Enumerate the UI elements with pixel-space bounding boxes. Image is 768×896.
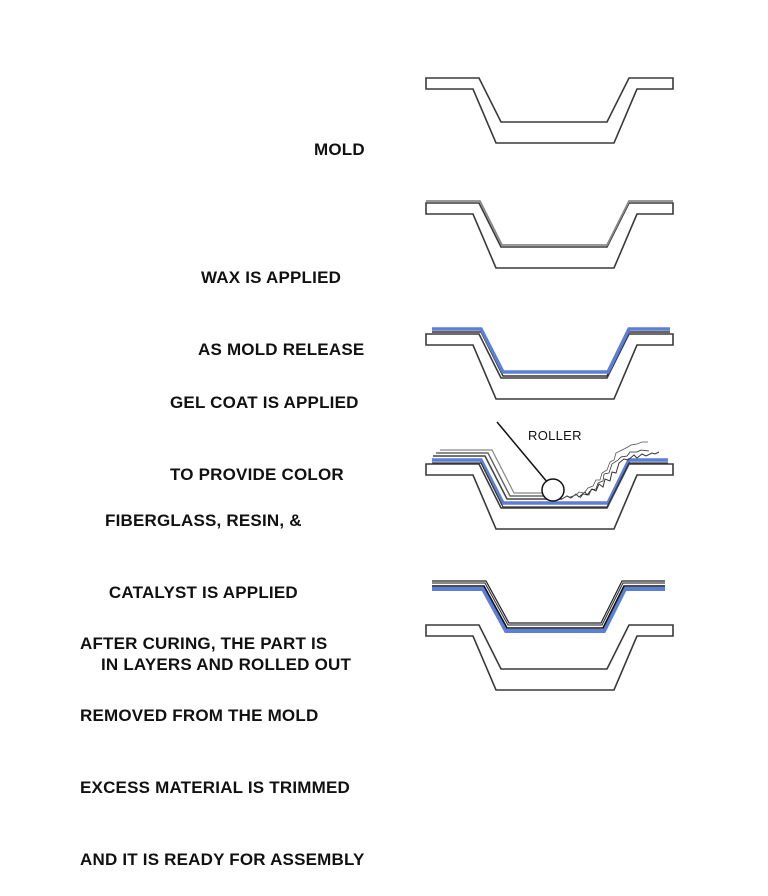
finished-part (432, 580, 665, 633)
label-line: GEL COAT IS APPLIED (170, 393, 359, 412)
layup-diagram (425, 421, 674, 530)
gelcoat-layer (432, 458, 668, 505)
label-line: IN LAYERS AND ROLLED OUT (101, 655, 352, 674)
roller-callout-label: ROLLER (528, 428, 582, 443)
wax-shadow (432, 462, 668, 508)
wax-diagram (425, 200, 674, 269)
label-line: FIBERGLASS, RESIN, & (105, 511, 302, 530)
mold-diagram (425, 77, 674, 144)
label-line: EXCESS MATERIAL IS TRIMMED (80, 778, 350, 797)
fiber-strands (561, 451, 660, 500)
fiber-layer-3 (440, 449, 548, 494)
label-line: WAX IS APPLIED (201, 268, 342, 287)
fiber-strands-3 (579, 449, 650, 499)
fiber-layer-2 (436, 452, 556, 497)
empty-mold (425, 624, 674, 691)
process-diagrams (425, 77, 674, 691)
cure-diagram (425, 580, 674, 691)
gelcoat-shadow (432, 331, 670, 377)
step-gelcoat-label: GEL COAT IS APPLIED TO PROVIDE COLOR (170, 343, 359, 511)
step-mold-label: MOLD (314, 90, 365, 186)
label-line: AFTER CURING, THE PART IS (80, 634, 328, 653)
gelcoat-diagram (425, 327, 674, 400)
gelcoat-layer (432, 327, 670, 374)
roller-handle (496, 421, 549, 484)
step-wax-label: WAX IS APPLIED AS MOLD RELEASE (198, 218, 364, 386)
roller-icon (541, 478, 565, 502)
label-line: CATALYST IS APPLIED (104, 583, 298, 602)
fiber-strands-2 (569, 441, 648, 498)
label-line: AS MOLD RELEASE (198, 340, 365, 359)
label-line: MOLD (314, 140, 365, 159)
step-layup-label: FIBERGLASS, RESIN, & CATALYST IS APPLIED… (101, 461, 351, 701)
wax-layer (426, 200, 673, 246)
label-line: REMOVED FROM THE MOLD (80, 706, 319, 725)
label-line: TO PROVIDE COLOR (170, 465, 344, 484)
label-line: AND IT IS READY FOR ASSEMBLY (80, 850, 365, 869)
fiber-layer-1 (433, 455, 562, 500)
